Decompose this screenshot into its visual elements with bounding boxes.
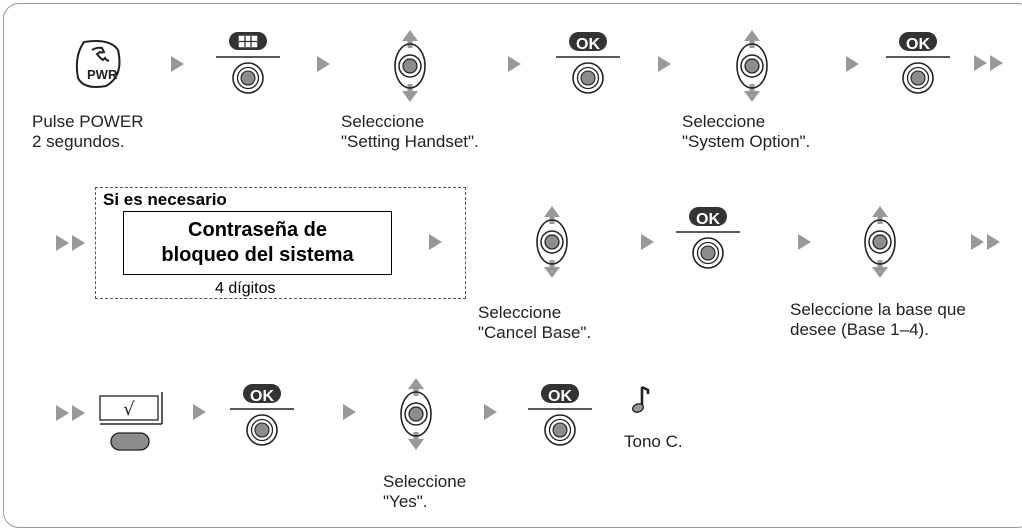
ok-button[interactable]: OK bbox=[885, 30, 951, 100]
next-arrow bbox=[429, 234, 442, 250]
ok-label: OK bbox=[696, 211, 720, 228]
continue-arrows bbox=[974, 55, 1003, 71]
ok-label: OK bbox=[906, 36, 930, 53]
menu-button[interactable] bbox=[215, 30, 281, 100]
next-arrow bbox=[171, 56, 184, 72]
next-arrow bbox=[343, 404, 356, 420]
continue-arrows bbox=[56, 405, 85, 421]
navigator-key[interactable] bbox=[732, 28, 772, 108]
password-line1: Contraseña de bbox=[188, 219, 327, 241]
select-system-caption: Seleccione "System Option". bbox=[682, 112, 811, 151]
password-digits: 4 dígitos bbox=[215, 280, 276, 297]
ok-button[interactable]: OK bbox=[675, 205, 741, 275]
select-cancel-caption: Seleccione "Cancel Base". bbox=[478, 303, 592, 342]
select-setting-caption: Seleccione "Setting Handset". bbox=[341, 112, 479, 151]
power-key-label: PWR bbox=[87, 67, 118, 82]
select-base-caption: Seleccione la base que desee (Base 1–4). bbox=[790, 300, 966, 339]
navigator-key[interactable] bbox=[390, 28, 430, 108]
next-arrow bbox=[508, 56, 521, 72]
check-label: √ bbox=[123, 399, 135, 420]
ok-button[interactable]: OK bbox=[229, 382, 295, 452]
ok-label: OK bbox=[548, 388, 572, 405]
next-arrow bbox=[798, 234, 811, 250]
navigator-key[interactable] bbox=[532, 204, 572, 284]
soft-key-check[interactable]: √ bbox=[98, 388, 168, 458]
music-note-icon bbox=[630, 384, 654, 418]
next-arrow bbox=[641, 234, 654, 250]
password-box: Contraseña de bloqueo del sistema bbox=[123, 211, 392, 275]
ok-label: OK bbox=[576, 36, 600, 53]
next-arrow bbox=[846, 56, 859, 72]
next-arrow bbox=[658, 56, 671, 72]
next-arrow bbox=[484, 404, 497, 420]
ok-button[interactable]: OK bbox=[555, 30, 621, 100]
conditional-title: Si es necesario bbox=[103, 190, 227, 209]
next-arrow bbox=[193, 404, 206, 420]
navigator-key[interactable] bbox=[860, 204, 900, 284]
next-arrow bbox=[317, 56, 330, 72]
continue-arrows bbox=[56, 235, 85, 251]
password-line2: bloqueo del sistema bbox=[161, 244, 354, 266]
continue-arrows bbox=[971, 234, 1000, 250]
power-caption: Pulse POWER 2 segundos. bbox=[32, 112, 144, 151]
conditional-box bbox=[95, 187, 466, 299]
ok-button[interactable]: OK bbox=[527, 382, 593, 452]
navigator-key[interactable] bbox=[396, 376, 436, 456]
ok-label: OK bbox=[250, 388, 274, 405]
diagram-frame bbox=[3, 3, 1022, 528]
tone-caption: Tono C. bbox=[624, 432, 683, 451]
power-button-icon: PWR bbox=[70, 36, 126, 92]
select-yes-caption: Seleccione "Yes". bbox=[383, 472, 467, 511]
